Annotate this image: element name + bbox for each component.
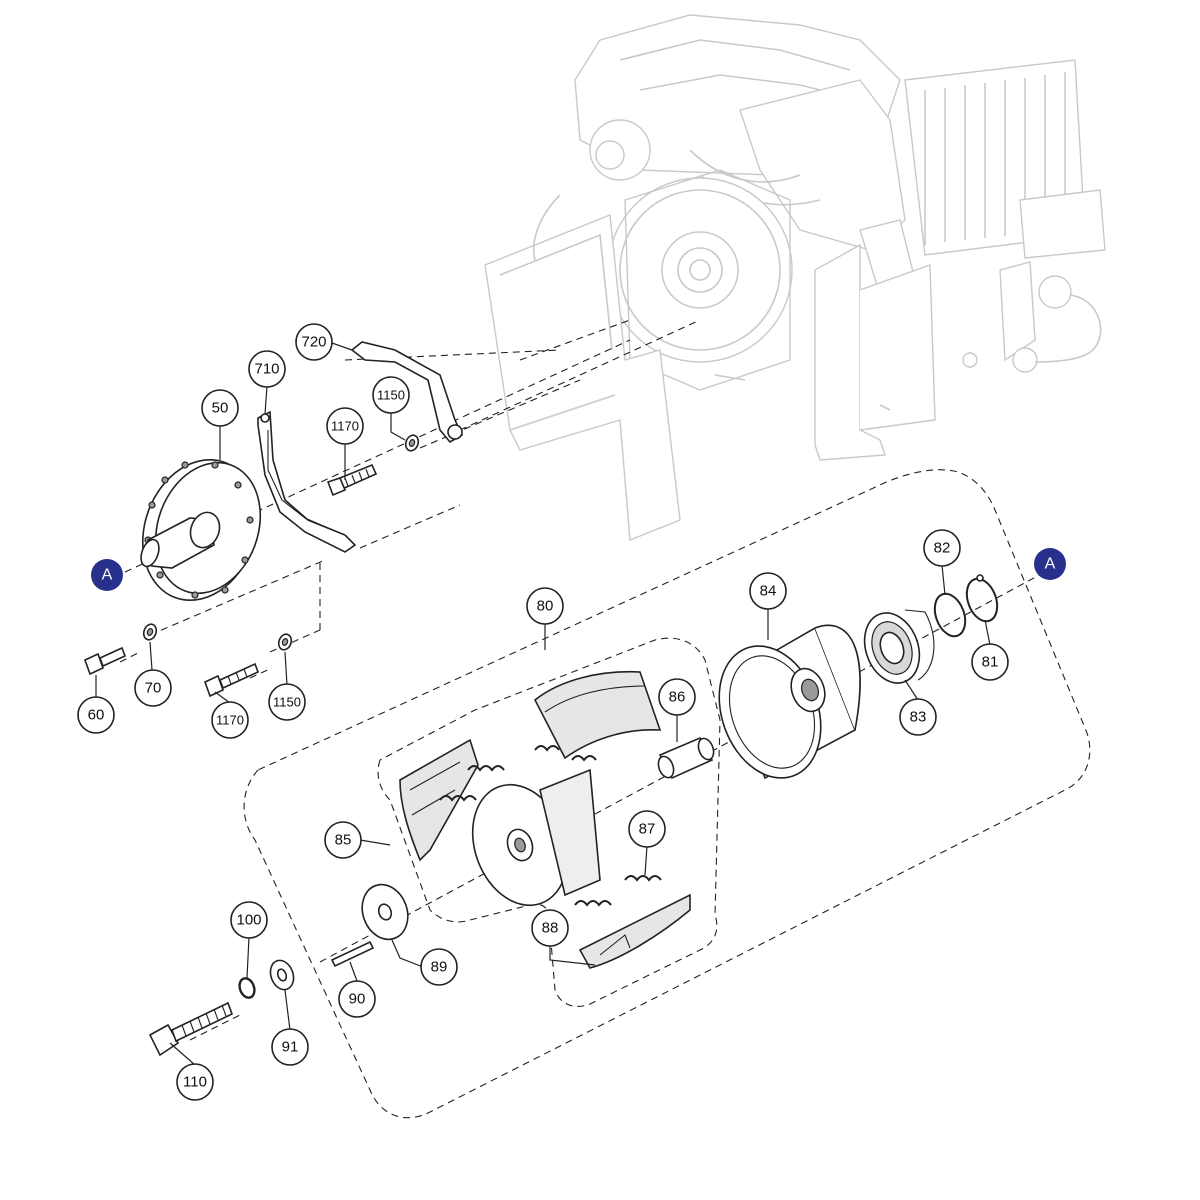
svg-text:60: 60	[88, 707, 105, 724]
svg-text:1170: 1170	[216, 713, 244, 728]
svg-text:1170: 1170	[331, 419, 359, 434]
bolt-1170-lower	[204, 662, 260, 698]
engine-background	[484, 14, 1106, 542]
svg-text:110: 110	[183, 1074, 207, 1091]
svg-text:89: 89	[431, 959, 448, 976]
flange-50	[140, 458, 262, 602]
callout-84: 84	[749, 572, 787, 610]
callout-89: 89	[420, 948, 458, 986]
strap-710	[257, 410, 357, 553]
svg-text:88: 88	[542, 920, 559, 937]
bolt-110	[148, 1001, 233, 1057]
svg-text:1150: 1150	[377, 388, 405, 403]
callout-91: 91	[271, 1028, 309, 1066]
svg-text:86: 86	[669, 689, 686, 706]
hub-disc	[471, 768, 601, 907]
callout-81: 81	[971, 643, 1009, 681]
svg-text:82: 82	[934, 540, 951, 557]
washer-1150-upper	[404, 434, 420, 452]
svg-text:81: 81	[982, 654, 999, 671]
svg-text:720: 720	[301, 334, 326, 351]
callout-50: 50	[201, 389, 239, 427]
callout-85: 85	[324, 821, 362, 859]
callout-86: 86	[658, 678, 696, 716]
clutch-shoe-upper	[533, 670, 662, 760]
sleeve-86	[657, 736, 715, 780]
callout-710: 710	[248, 350, 286, 388]
callout-1150-upper: 1150	[372, 376, 410, 414]
callout-100: 100	[230, 901, 268, 939]
svg-text:710: 710	[254, 361, 279, 378]
washer-100	[238, 977, 256, 999]
clutch-shoe-85	[399, 738, 479, 862]
leader-lines	[95, 342, 991, 1066]
washer-91	[269, 959, 295, 991]
svg-text:84: 84	[760, 583, 777, 600]
svg-text:A: A	[1045, 556, 1056, 573]
assembly-lines	[119, 319, 1091, 1119]
washer-70	[142, 623, 158, 641]
svg-text:100: 100	[236, 912, 261, 929]
callout-60: 60	[77, 696, 115, 734]
svg-text:50: 50	[212, 400, 229, 417]
marker-a-right: A	[1034, 548, 1066, 580]
bolt-1170-upper	[326, 463, 378, 497]
clutch-shoe-88	[578, 893, 691, 969]
callout-110: 110	[176, 1063, 214, 1101]
callout-720: 720	[295, 323, 333, 361]
svg-text:80: 80	[537, 598, 554, 615]
marker-a-left: A	[91, 559, 123, 591]
svg-text:91: 91	[282, 1039, 299, 1056]
clutch-drum-84	[718, 624, 861, 780]
callout-83: 83	[899, 698, 937, 736]
svg-text:70: 70	[145, 680, 162, 697]
callout-90: 90	[338, 980, 376, 1018]
circlip-81	[965, 574, 999, 623]
callout-87: 87	[628, 810, 666, 848]
callout-80: 80	[526, 587, 564, 625]
svg-text:87: 87	[639, 821, 656, 838]
svg-text:90: 90	[349, 991, 366, 1008]
circlip-82	[933, 592, 967, 638]
callout-1150-lower: 1150	[268, 683, 306, 721]
springs-87	[439, 745, 662, 907]
svg-text:1150: 1150	[273, 695, 301, 710]
key-90	[330, 940, 375, 968]
bolt-60	[84, 646, 127, 676]
bracket-720	[350, 341, 464, 444]
callout-1170-upper: 1170	[326, 407, 364, 445]
washer-89	[361, 883, 409, 941]
svg-text:A: A	[102, 567, 113, 584]
callout-88: 88	[531, 909, 569, 947]
callout-1170-lower: 1170	[211, 701, 249, 739]
callout-70: 70	[134, 669, 172, 707]
washer-1150-lower	[277, 633, 293, 651]
svg-text:83: 83	[910, 709, 927, 726]
svg-text:85: 85	[335, 832, 352, 849]
bearing-83	[863, 609, 935, 684]
callout-82: 82	[923, 529, 961, 567]
